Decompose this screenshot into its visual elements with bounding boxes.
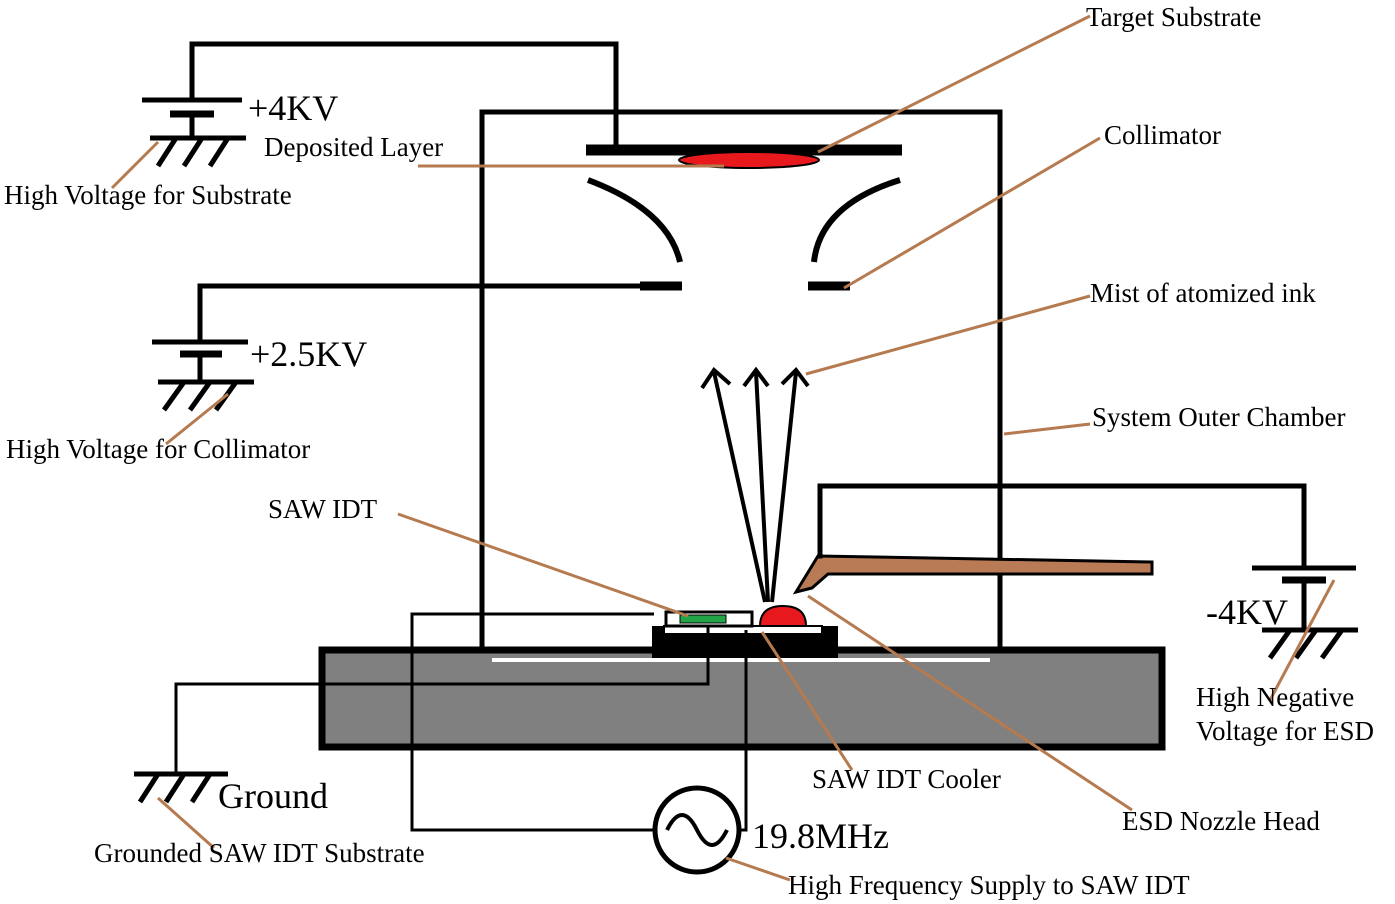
esd-wire bbox=[817, 483, 1307, 569]
ink-droplet bbox=[758, 604, 808, 627]
label-hv-collimator: High Voltage for Collimator bbox=[6, 434, 310, 464]
substrate-ground-wire bbox=[174, 626, 710, 772]
voltage-esd: -4KV bbox=[1206, 592, 1288, 632]
label-hf-supply: High Frequency Supply to SAW IDT bbox=[788, 870, 1190, 900]
collimator-ground-symbol bbox=[158, 379, 254, 412]
main-ground-symbol bbox=[134, 771, 228, 804]
deposited-layer-shape bbox=[678, 151, 820, 169]
label-esd-nozzle-head: ESD Nozzle Head bbox=[1122, 806, 1320, 836]
label-hv-substrate: High Voltage for Substrate bbox=[4, 180, 292, 210]
esd-nozzle-head bbox=[792, 554, 1154, 595]
voltage-substrate: +4KV bbox=[248, 88, 338, 128]
label-outer-chamber: System Outer Chamber bbox=[1092, 402, 1345, 432]
substrate-hv-wire bbox=[189, 41, 619, 153]
label-grounded-substrate: Grounded SAW IDT Substrate bbox=[94, 838, 425, 868]
label-hv-esd-line1: High Negative bbox=[1196, 682, 1354, 712]
label-deposited-layer: Deposited Layer bbox=[264, 132, 443, 162]
label-target-substrate: Target Substrate bbox=[1086, 2, 1261, 32]
mist-arrows bbox=[700, 366, 810, 603]
hf-sine-icon bbox=[665, 813, 729, 847]
hf-wire-right bbox=[740, 630, 748, 832]
saw-idt-electrode bbox=[679, 614, 727, 624]
label-hv-esd-line2: Voltage for ESD bbox=[1196, 716, 1374, 746]
collimator-hv-wire bbox=[197, 283, 643, 345]
leader-lines bbox=[110, 14, 1336, 882]
frequency-label: 19.8MHz bbox=[752, 816, 889, 856]
substrate-ground-symbol bbox=[150, 135, 246, 168]
hf-wire-left bbox=[410, 612, 654, 832]
label-collimator: Collimator bbox=[1104, 120, 1221, 150]
label-saw-idt-cooler: SAW IDT Cooler bbox=[812, 764, 1001, 794]
voltage-collimator: +2.5KV bbox=[250, 334, 367, 374]
esd-ground-symbol bbox=[1262, 627, 1358, 660]
collimator-right-curve bbox=[811, 177, 901, 263]
label-saw-idt: SAW IDT bbox=[268, 494, 378, 524]
outer-chamber bbox=[479, 109, 1003, 653]
label-ground: Ground bbox=[218, 776, 328, 816]
grounded-base-block bbox=[318, 646, 1166, 751]
collimator-left-curve bbox=[586, 177, 683, 263]
label-mist: Mist of atomized ink bbox=[1090, 278, 1316, 308]
